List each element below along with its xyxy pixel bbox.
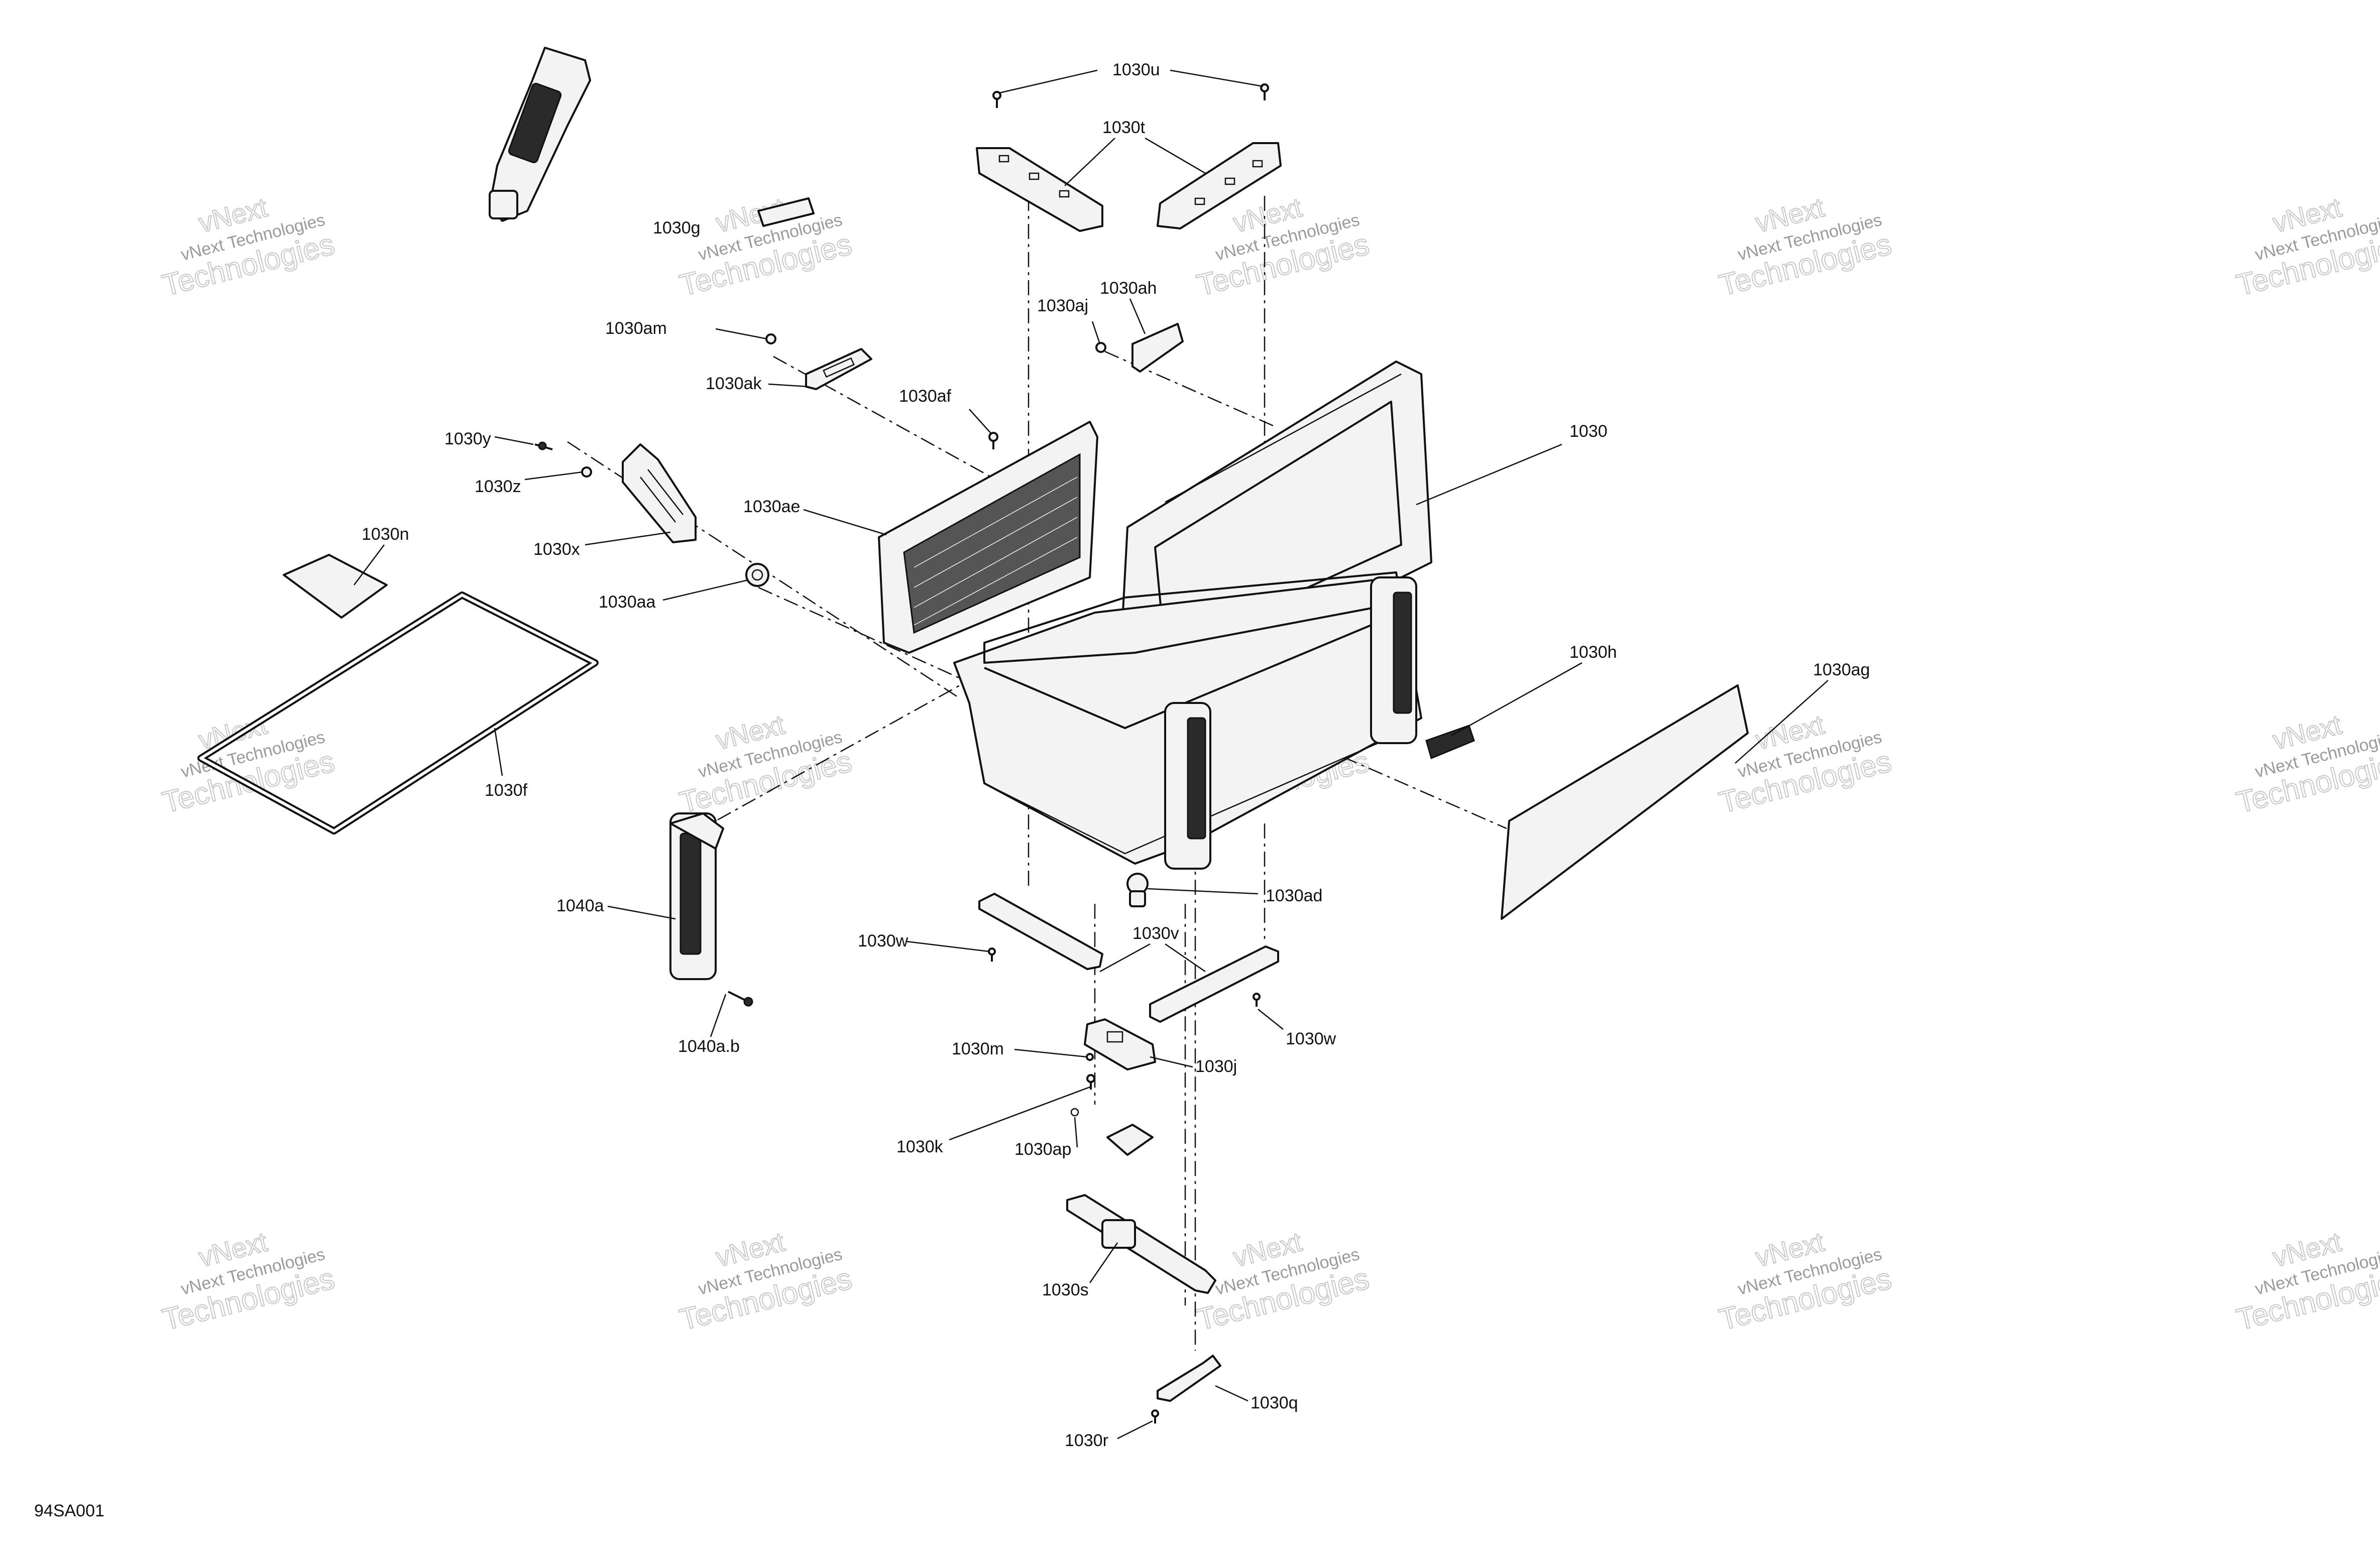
decal-sheet-1030ag bbox=[1501, 684, 1749, 920]
callout-1030j: 1030j bbox=[1195, 1057, 1237, 1076]
callout-1030ak: 1030ak bbox=[706, 374, 762, 393]
callout-1030q: 1030q bbox=[1251, 1393, 1298, 1412]
callout-1030ag: 1030ag bbox=[1813, 660, 1870, 679]
gasket-1030f bbox=[197, 591, 599, 835]
callout-1030n: 1030n bbox=[362, 525, 409, 544]
door-panel-1030ae bbox=[878, 421, 1098, 654]
callout-1030ah: 1030ah bbox=[1100, 279, 1157, 298]
latch-base-1030q bbox=[1151, 1355, 1221, 1423]
callout-1030w-left: 1030w bbox=[858, 931, 909, 951]
callout-1030am: 1030am bbox=[605, 319, 667, 338]
knob-1030ad bbox=[1126, 873, 1149, 907]
screws-1030u bbox=[992, 83, 1269, 108]
decal-1030h bbox=[1425, 725, 1475, 760]
latch-1030ah bbox=[1095, 323, 1184, 373]
callout-1030af: 1030af bbox=[899, 387, 952, 406]
callout-1030z: 1030z bbox=[475, 477, 521, 496]
pad-1030ap bbox=[1070, 1108, 1154, 1156]
rod-holder-1040a bbox=[669, 812, 724, 980]
callout-1040a: 1040a bbox=[556, 896, 604, 915]
screw-1030af bbox=[988, 432, 998, 449]
callout-1030m: 1030m bbox=[952, 1039, 1004, 1058]
callout-1030s: 1030s bbox=[1042, 1280, 1089, 1299]
leader-lines bbox=[354, 69, 1829, 1440]
screw-1030y bbox=[534, 441, 592, 478]
callout-1030aj: 1030aj bbox=[1037, 296, 1088, 315]
callout-1030aa: 1030aa bbox=[599, 592, 656, 612]
callout-1030: 1030 bbox=[1569, 422, 1608, 441]
callout-1030ap: 1030ap bbox=[1014, 1140, 1071, 1159]
bracket-1030x bbox=[622, 443, 697, 543]
handle-grip-top-left bbox=[489, 47, 591, 222]
diagram-reference-code: 94SA001 bbox=[34, 1501, 104, 1520]
callout-1030w-right: 1030w bbox=[1286, 1029, 1336, 1048]
bracket-1030j bbox=[1084, 1018, 1156, 1090]
label-strip-1030g bbox=[757, 197, 815, 227]
callout-1030x: 1030x bbox=[533, 540, 580, 559]
callout-1040ab: 1040a.b bbox=[678, 1037, 740, 1056]
callout-1030u: 1030u bbox=[1112, 60, 1160, 79]
callout-labels: 1030u 1030t 1030g 1030ah 1030aj 1030am 1… bbox=[34, 60, 1870, 1520]
callout-1030f: 1030f bbox=[485, 781, 528, 800]
callout-1030h: 1030h bbox=[1569, 643, 1617, 662]
bracket-1030s bbox=[1066, 1194, 1216, 1294]
rail-1030w bbox=[978, 893, 1279, 1023]
screw-1040ab bbox=[728, 991, 753, 1007]
callout-1030y: 1030y bbox=[444, 429, 491, 448]
callout-1030k: 1030k bbox=[896, 1137, 944, 1156]
callout-1030ae: 1030ae bbox=[743, 497, 800, 516]
knob-1030aa bbox=[745, 563, 769, 587]
callout-1030r: 1030r bbox=[1065, 1431, 1108, 1450]
callout-1030t: 1030t bbox=[1102, 118, 1146, 137]
hinges-1030t bbox=[976, 142, 1282, 232]
tackle-box-1030 bbox=[953, 361, 1432, 870]
callout-1030ad: 1030ad bbox=[1266, 886, 1322, 905]
callout-1030g: 1030g bbox=[653, 218, 701, 238]
callout-1030v: 1030v bbox=[1132, 924, 1179, 943]
label-card-1030n bbox=[283, 554, 388, 619]
